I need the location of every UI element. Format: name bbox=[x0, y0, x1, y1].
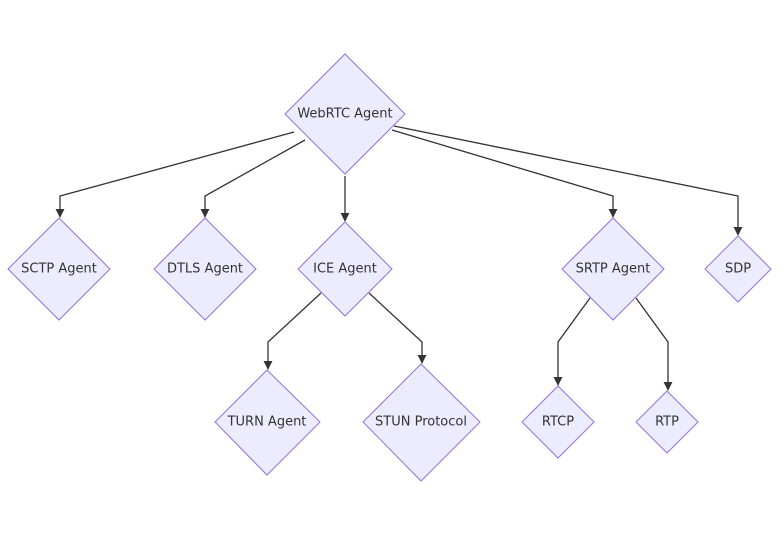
node-sctp-agent-shape bbox=[7, 217, 111, 321]
node-turn-agent-label: TURN Agent bbox=[227, 415, 307, 430]
node-srtp-agent-shape bbox=[561, 217, 665, 321]
node-webrtc-agent[interactable]: WebRTC Agent bbox=[284, 53, 406, 175]
node-turn-agent[interactable]: TURN Agent bbox=[214, 369, 321, 476]
node-ice-agent[interactable]: ICE Agent bbox=[297, 221, 393, 317]
node-dtls-agent[interactable]: DTLS Agent bbox=[153, 217, 257, 321]
edge-webrtc-to-dtls bbox=[200, 139, 306, 218]
node-sdp[interactable]: SDP bbox=[704, 235, 772, 303]
edge-srtp-to-rtcp bbox=[553, 297, 591, 386]
node-rtcp-label: RTCP bbox=[542, 415, 574, 430]
edges bbox=[55, 125, 743, 391]
node-stun-protocol-label: STUN Protocol bbox=[375, 415, 467, 430]
node-sdp-label: SDP bbox=[725, 262, 751, 277]
node-dtls-agent-shape bbox=[153, 217, 257, 321]
node-rtcp[interactable]: RTCP bbox=[521, 385, 595, 459]
node-webrtc-agent-shape bbox=[284, 53, 406, 175]
edge-srtp-to-rtp bbox=[635, 297, 673, 391]
node-sctp-agent[interactable]: SCTP Agent bbox=[7, 217, 111, 321]
node-rtcp-shape bbox=[521, 385, 595, 459]
node-srtp-agent-label: SRTP Agent bbox=[576, 262, 651, 277]
edge-webrtc-to-srtp bbox=[391, 129, 618, 218]
node-stun-protocol-shape bbox=[362, 363, 481, 482]
node-turn-agent-shape bbox=[214, 369, 321, 476]
node-srtp-agent[interactable]: SRTP Agent bbox=[561, 217, 665, 321]
node-rtp-shape bbox=[635, 390, 699, 454]
edge-ice-to-turn bbox=[263, 292, 322, 370]
node-webrtc-agent-label: WebRTC Agent bbox=[297, 107, 392, 122]
node-sdp-shape bbox=[704, 235, 772, 303]
edge-webrtc-to-sctp bbox=[55, 131, 295, 218]
node-dtls-agent-label: DTLS Agent bbox=[167, 262, 243, 277]
node-ice-agent-label: ICE Agent bbox=[313, 262, 377, 277]
node-ice-agent-shape bbox=[297, 221, 393, 317]
edge-webrtc-to-sdp bbox=[393, 125, 743, 236]
edge-ice-to-stun bbox=[368, 292, 427, 364]
node-rtp-label: RTP bbox=[655, 415, 679, 430]
node-stun-protocol[interactable]: STUN Protocol bbox=[362, 363, 481, 482]
node-rtp[interactable]: RTP bbox=[635, 390, 699, 454]
node-sctp-agent-label: SCTP Agent bbox=[21, 262, 97, 277]
